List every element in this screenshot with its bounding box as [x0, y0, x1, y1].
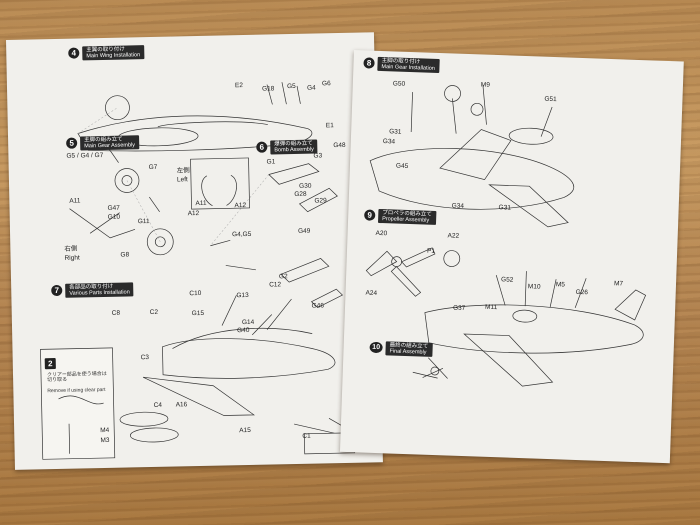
detail-marker-2: 2 — [44, 357, 56, 370]
part-label: C12 — [269, 281, 282, 289]
left-side-label-jp: 左側 — [176, 167, 190, 175]
part-label: A11 — [195, 199, 207, 208]
step-7-title-en: Various Parts Installation — [69, 288, 130, 297]
part-label: C2 — [149, 308, 159, 317]
step-6-number: 6 — [256, 141, 268, 153]
part-label: G8 — [120, 251, 130, 259]
step-8-header: 8 主脚の取り付け Main Gear Installation — [363, 56, 440, 73]
part-label: A22 — [447, 232, 460, 240]
part-label: M3 — [100, 436, 110, 445]
part-label: G30 — [299, 182, 312, 190]
step-6-title-en: Bomb Assembly — [274, 146, 314, 153]
right-page-illustrations — [365, 84, 647, 387]
part-label: G49 — [297, 227, 311, 235]
part-label: G47 — [107, 204, 120, 212]
part-label: G51 — [544, 95, 557, 104]
part-label: M10 — [527, 283, 541, 291]
step-5-header: 5 主脚の組み立て Main Gear Assembly — [66, 134, 140, 150]
step-10-header: 10 最終の組み立て Final Assembly — [369, 340, 433, 357]
step-10-number: 10 — [369, 341, 383, 354]
part-label: A15 — [239, 426, 251, 435]
part-label: G50 — [392, 80, 406, 88]
part-label: G26 — [575, 288, 589, 297]
part-label: E2 — [234, 82, 244, 90]
part-label: G14 — [241, 318, 255, 327]
part-label: G5 — [286, 82, 296, 91]
part-label: G13 — [236, 291, 249, 300]
left-side-label-en: Left — [176, 176, 188, 184]
part-label: C10 — [189, 289, 202, 298]
step-9-header: 9 プロペラの組み立て Propeller Assembly — [364, 208, 436, 225]
part-label: G46 — [311, 302, 325, 310]
step-4-title-en: Main Wing Installation — [86, 51, 141, 59]
part-label: C1 — [302, 432, 311, 440]
part-label: G31 — [498, 204, 511, 212]
part-label: G4 — [307, 84, 316, 92]
part-label: G7 — [148, 163, 158, 172]
step-9-title-en: Propeller Assembly — [382, 215, 430, 224]
step-4-header: 4 主翼の取り付け Main Wing Installation — [68, 44, 145, 60]
left-page-illustrations — [40, 82, 356, 460]
part-label: C3 — [140, 354, 150, 362]
step-7-header: 7 各部品の取り付け Various Parts Installation — [51, 281, 134, 298]
right-side-label-jp: 右側 — [64, 245, 78, 253]
step-9-number: 9 — [364, 209, 376, 221]
part-label: G15 — [191, 309, 205, 318]
step-5-number: 5 — [66, 137, 78, 149]
part-label: G37 — [452, 304, 466, 313]
part-label: M7 — [613, 280, 624, 288]
part-label: G34 — [382, 138, 396, 146]
step-7-number: 7 — [51, 284, 63, 297]
part-label: A20 — [375, 229, 388, 238]
part-label: A16 — [175, 401, 188, 409]
part-label: E1 — [325, 122, 334, 130]
part-label: G2 — [278, 273, 288, 281]
part-label: G6 — [321, 80, 331, 88]
part-label: A12 — [187, 209, 200, 218]
part-label: G29 — [314, 197, 327, 205]
part-label: G52 — [500, 276, 514, 284]
right-side-label-en: Right — [64, 254, 80, 262]
part-label: G45 — [395, 162, 409, 170]
part-label: G10 — [107, 213, 121, 221]
part-label: P1 — [426, 247, 436, 255]
part-label: A24 — [365, 289, 378, 297]
part-label: G18 — [262, 85, 275, 93]
part-label: G48 — [333, 141, 346, 150]
part-label: M4 — [100, 426, 110, 435]
step-8-number: 8 — [363, 57, 375, 69]
step-6-header: 6 爆弾の組み立て Bomb Assembly — [256, 138, 318, 154]
part-label: A11 — [69, 197, 81, 205]
step-8-title-en: Main Gear Installation — [381, 63, 436, 72]
part-label: G11 — [137, 218, 150, 226]
step-5-title-en: Main Gear Assembly — [84, 141, 136, 149]
part-label: G1 — [266, 158, 276, 166]
part-label: M5 — [555, 281, 566, 289]
part-label: G31 — [389, 128, 402, 136]
clear-part-note-jp: クリアー部品を使う場合は切り取る — [46, 370, 107, 384]
part-label: G28 — [294, 190, 307, 198]
part-label: M11 — [484, 303, 498, 312]
part-label: G5 / G4 / G7 — [66, 151, 104, 160]
part-label: C4 — [153, 401, 163, 409]
step-4-number: 4 — [68, 47, 80, 59]
part-label: G3 — [313, 152, 323, 160]
part-label: A12 — [234, 202, 247, 210]
step-10-title-en: Final Assembly — [389, 347, 427, 356]
left-instruction-page: 4 主翼の取り付け Main Wing Installation 5 主脚の組み… — [6, 32, 383, 470]
part-label: M9 — [480, 81, 491, 89]
part-label: C8 — [111, 309, 121, 317]
part-label: G4,G5 — [232, 230, 252, 239]
right-instruction-page: 8 主脚の取り付け Main Gear Installation 9 プロペラの… — [339, 50, 684, 464]
part-label: G34 — [451, 202, 465, 210]
part-label: G40 — [237, 326, 250, 335]
detail-marker-number: 2 — [44, 358, 56, 370]
